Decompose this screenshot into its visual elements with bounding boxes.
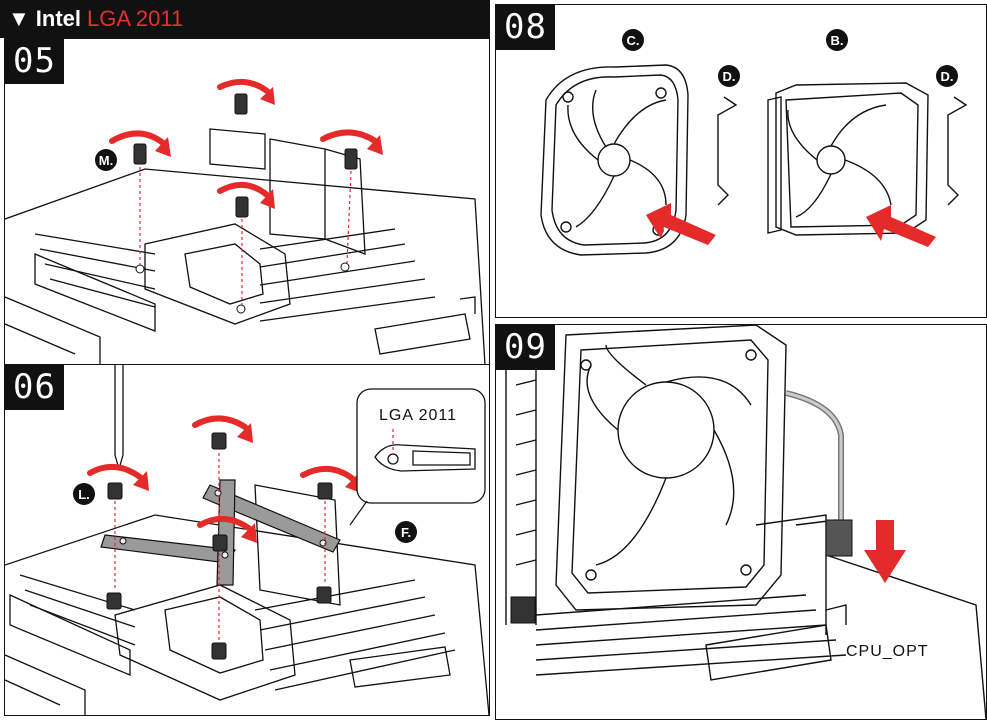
rotate-arrow-icon xyxy=(192,415,248,430)
step-09-illustration xyxy=(505,325,986,719)
step-number: 08 xyxy=(496,5,555,50)
socket-callout-label: LGA 2011 xyxy=(379,407,457,424)
step-08-panel: 08 C. B. D. D. xyxy=(495,4,987,318)
triangle-icon: ▼ xyxy=(8,6,30,31)
part-badge-b: B. xyxy=(826,29,848,51)
rotate-arrow-icon xyxy=(197,516,253,532)
connector-label: CPU_OPT xyxy=(846,643,929,660)
step-09-panel: 09 CPU_OPT xyxy=(495,324,987,720)
step-05-illustration xyxy=(5,78,486,365)
part-badge-m: M. xyxy=(95,149,117,171)
push-arrow-icon xyxy=(646,203,936,247)
step-number: 09 xyxy=(496,325,555,370)
rotate-arrow-icon xyxy=(217,182,270,198)
rotate-arrow-icon xyxy=(87,464,143,480)
part-badge-l: L. xyxy=(73,483,95,505)
step-06-panel: 06 L. F. LGA 2011 xyxy=(4,364,490,716)
part-badge-c: C. xyxy=(622,29,644,51)
part-badge-f: F. xyxy=(395,521,417,543)
rotate-arrow-icon xyxy=(217,78,270,94)
rotate-arrow-icon xyxy=(320,129,378,144)
step-05-panel: 05 M. xyxy=(4,38,490,366)
step-08-illustration xyxy=(540,64,968,256)
part-badge-d: D. xyxy=(936,65,958,87)
step-number: 06 xyxy=(5,365,64,410)
part-badge-d: D. xyxy=(718,65,740,87)
brand-name: Intel xyxy=(35,6,82,31)
step-06-illustration xyxy=(5,365,489,715)
step-number: 05 xyxy=(5,39,64,84)
rotate-arrow-icon xyxy=(109,130,166,146)
rotate-arrow-icon xyxy=(300,466,356,482)
socket-model: LGA 2011 xyxy=(87,6,184,31)
down-arrow-icon xyxy=(864,520,906,583)
